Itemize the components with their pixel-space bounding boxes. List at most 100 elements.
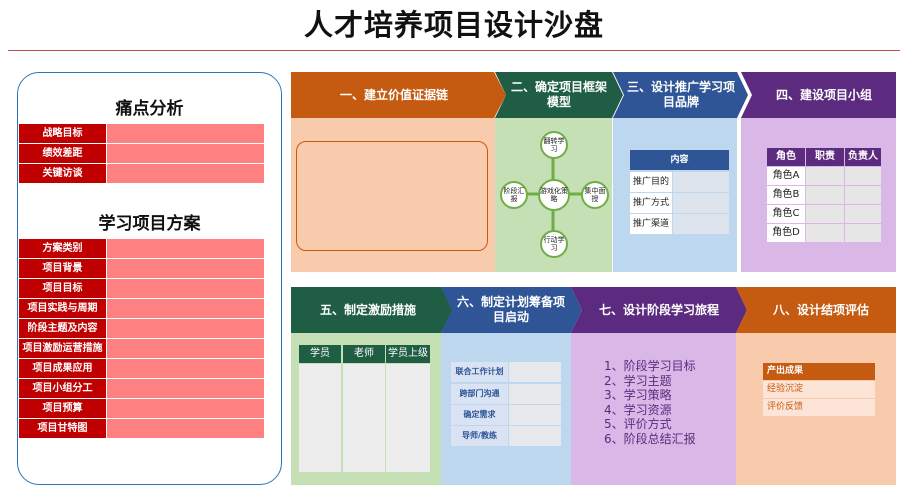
incentive-header: 学员上级 [386, 345, 430, 363]
journey-step-item: 6、阶段总结汇报 [604, 432, 696, 446]
team-owner-cell[interactable] [845, 224, 881, 242]
step2-arrow [495, 72, 623, 118]
plan-item-row: 阶段主题及内容 [19, 319, 264, 339]
step4-header: 四、建设项目小组 [741, 72, 896, 118]
brand-row-value[interactable] [673, 172, 729, 192]
team-owner-cell[interactable] [845, 167, 881, 185]
pain-point-value-field[interactable] [107, 164, 264, 183]
flipped-learning-node[interactable]: 翻转学习 [540, 131, 568, 159]
plan-item-label: 项目甘特图 [19, 419, 106, 438]
step7-label: 七、设计阶段学习旅程 [598, 302, 719, 317]
plan-item-value-field[interactable] [107, 339, 264, 358]
plan-item-value-field[interactable] [107, 279, 264, 298]
journey-step-item: 2、学习主题 [604, 373, 672, 388]
pain-point-value-field[interactable] [107, 144, 264, 163]
team-owner-cell[interactable] [845, 186, 881, 204]
pain-point-value-field[interactable] [107, 124, 264, 143]
brand-row-label: 推广渠道 [630, 214, 672, 234]
plan-item-row: 项目成果应用 [19, 359, 264, 379]
evaluation-row[interactable]: 经验沉淀 [763, 381, 875, 398]
plan-item-label: 阶段主题及内容 [19, 319, 106, 338]
intensive-training-node[interactable]: 集中面授 [581, 181, 609, 209]
gamification-node[interactable]: 游戏化策略 [538, 179, 570, 211]
journey-step-item: 3、学习策略 [604, 388, 672, 403]
step2-label: 二、确定项目框架模型 [510, 80, 607, 109]
plan-prep-value[interactable] [509, 405, 561, 425]
team-role-label: 角色B [767, 186, 805, 204]
plan-prep-value[interactable] [509, 362, 561, 382]
pain-point-row: 关键访谈 [19, 164, 264, 184]
incentive-header: 学员 [299, 345, 341, 363]
team-duty-cell[interactable] [806, 186, 844, 204]
step3-header: 三、设计推广学习项目品牌 [613, 72, 748, 118]
team-table-header: 角色 [767, 148, 805, 166]
journey-step-item: 4、学习资源 [604, 402, 672, 417]
pain-point-row: 绩效差距 [19, 144, 264, 164]
plan-item-label: 项目目标 [19, 279, 106, 298]
plan-item-row: 项目小组分工 [19, 379, 264, 399]
step7-panel [571, 333, 736, 485]
team-table-header: 负责人 [845, 148, 881, 166]
plan-item-value-field[interactable] [107, 359, 264, 378]
plan-item-row: 项目激励运营措施 [19, 339, 264, 359]
brand-row-value[interactable] [673, 193, 729, 213]
title-divider [8, 50, 900, 51]
brand-row-value[interactable] [673, 214, 729, 234]
incentive-column-cell[interactable] [343, 364, 385, 472]
team-duty-cell[interactable] [806, 224, 844, 242]
plan-item-row: 项目背景 [19, 259, 264, 279]
plan-item-value-field[interactable] [107, 299, 264, 318]
team-owner-cell[interactable] [845, 205, 881, 223]
plan-prep-label: 导师/教练 [451, 426, 508, 446]
step3-arrow [613, 72, 748, 118]
step4-arrow [741, 72, 896, 118]
plan-item-label: 方案类别 [19, 239, 106, 258]
plan-item-value-field[interactable] [107, 399, 264, 418]
plan-item-value-field[interactable] [107, 379, 264, 398]
pain-point-label: 关键访谈 [19, 164, 106, 183]
step6-header: 六、制定计划筹备项目启动 [441, 287, 582, 333]
team-duty-cell[interactable] [806, 205, 844, 223]
team-table-header: 职责 [806, 148, 844, 166]
plan-prep-value[interactable] [509, 426, 561, 446]
plan-prep-value[interactable] [509, 384, 561, 404]
step7-arrow [571, 287, 747, 333]
plan-item-row: 项目实践与周期 [19, 299, 264, 319]
plan-item-value-field[interactable] [107, 259, 264, 278]
plan-item-label: 项目实践与周期 [19, 299, 106, 318]
plan-item-value-field[interactable] [107, 419, 264, 438]
step5-header: 五、制定激励措施 [291, 287, 453, 333]
step8-arrow [736, 287, 896, 333]
plan-item-value-field[interactable] [107, 239, 264, 258]
stage-report-node[interactable]: 阶段汇报 [500, 181, 528, 209]
value-evidence-box[interactable] [296, 141, 488, 251]
brand-row-label: 推广方式 [630, 193, 672, 213]
evaluation-row[interactable]: 产出成果 [763, 363, 875, 380]
step5-label: 五、制定激励措施 [319, 302, 416, 317]
incentive-column-cell[interactable] [386, 364, 430, 472]
evaluation-row[interactable]: 评价反馈 [763, 399, 875, 416]
team-role-label: 角色A [767, 167, 805, 185]
plan-item-value-field[interactable] [107, 319, 264, 338]
plan-prep-label: 跨部门沟通 [451, 384, 508, 404]
step1-header: 一、建立价值证据链 [291, 72, 506, 118]
plan-prep-label: 联合工作计划 [451, 362, 508, 382]
action-learning-node[interactable]: 行动学习 [540, 230, 568, 258]
incentive-column-cell[interactable] [299, 364, 341, 472]
step1-label: 一、建立价值证据链 [339, 87, 448, 102]
plan-item-row: 项目预算 [19, 399, 264, 419]
team-role-label: 角色D [767, 224, 805, 242]
plan-item-label: 项目预算 [19, 399, 106, 418]
journey-step-item: 5、评价方式 [604, 417, 672, 432]
team-duty-cell[interactable] [806, 167, 844, 185]
learning-plan-title: 学习项目方案 [98, 214, 201, 234]
step6-label: 六、制定计划筹备项目启动 [456, 295, 565, 324]
plan-item-row: 项目目标 [19, 279, 264, 299]
step5-arrow [291, 287, 453, 333]
step2-header: 二、确定项目框架模型 [495, 72, 623, 118]
team-role-label: 角色C [767, 205, 805, 223]
step1-arrow [291, 72, 506, 118]
step8-header: 八、设计结项评估 [736, 287, 896, 333]
pain-point-label: 绩效差距 [19, 144, 106, 163]
brand-row-label: 推广目的 [630, 172, 672, 192]
